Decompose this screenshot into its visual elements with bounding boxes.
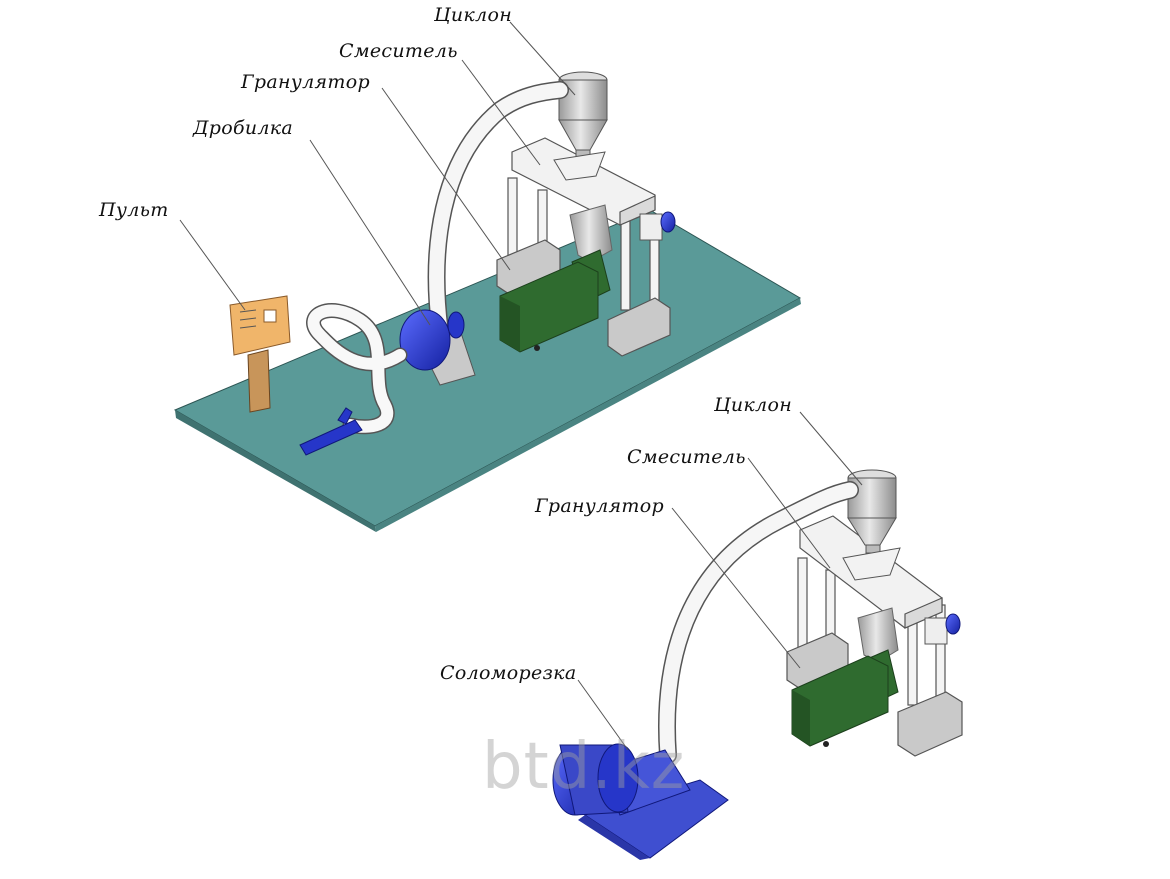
label-console-top: Пульт (99, 199, 169, 221)
mixer-motor (924, 613, 961, 645)
label-crusher-top: Дробилка (193, 117, 294, 139)
crusher (399, 309, 476, 386)
bottom-assembly (552, 469, 963, 860)
granulator (791, 607, 899, 747)
label-mixer-top: Смеситель (339, 40, 458, 62)
label-cyclone-top: Циклон (434, 4, 513, 26)
platform (173, 209, 802, 532)
mixer-motor (639, 211, 676, 241)
label-mixer-bottom: Смеситель (627, 446, 746, 468)
bottom-leader-lines (577, 411, 863, 751)
label-granulator-bottom: Гранулятор (535, 495, 664, 517)
top-assembly (173, 71, 802, 532)
watermark: btd.kz (482, 730, 686, 804)
control-console (229, 295, 291, 413)
label-cyclone-bottom: Циклон (714, 394, 793, 416)
top-leader-lines (179, 21, 576, 326)
label-granulator-top: Гранулятор (241, 71, 370, 93)
straw-cutter (552, 743, 729, 860)
label-straw-cutter-bottom: Соломорезка (440, 662, 577, 684)
granulator (499, 204, 613, 353)
suction-nozzle (299, 407, 363, 456)
